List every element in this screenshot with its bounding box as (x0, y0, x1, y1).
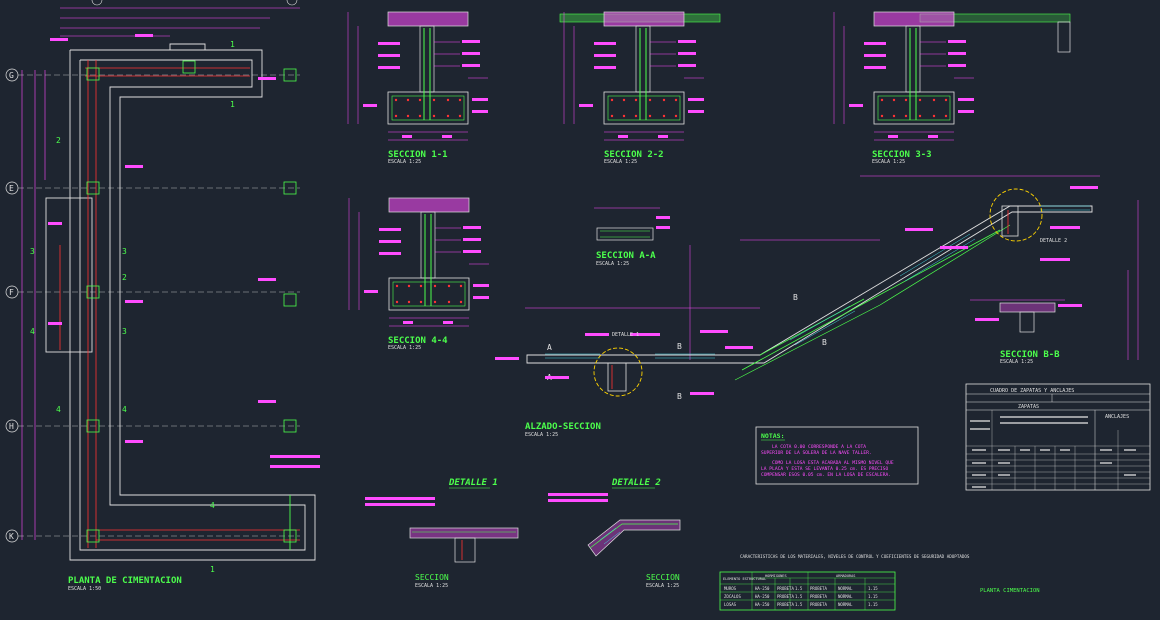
plan-title: PLANTA DE CIMENTACION (68, 576, 182, 586)
svg-text:2: 2 (122, 273, 127, 282)
svg-text:NOTAS:: NOTAS: (761, 432, 784, 440)
stair-elevation: A A B B B B DETALLE 1 DETALLE 2 ALZADO-S… (495, 175, 1139, 438)
svg-text:PROBETA: PROBETA (810, 602, 827, 607)
svg-text:DETALLE 2: DETALLE 2 (1040, 238, 1067, 244)
grid-axis-f: F (9, 288, 14, 297)
svg-text:B: B (822, 338, 827, 347)
svg-text:4: 4 (30, 327, 35, 336)
svg-text:PROBETA: PROBETA (777, 594, 794, 599)
svg-text:3: 3 (122, 247, 127, 256)
svg-text:DETALLE 1: DETALLE 1 (612, 332, 639, 338)
table-zapatas: CUADRO DE ZAPATAS Y ANCLAJES ZAPATAS ANC… (965, 383, 1151, 491)
svg-text:HA-250: HA-250 (755, 594, 770, 599)
svg-text:3: 3 (30, 247, 35, 256)
svg-text:3: 3 (122, 327, 127, 336)
svg-text:ESCALA 1:25: ESCALA 1:25 (388, 159, 421, 165)
svg-text:LA PLACA Y ESTA SE LEVANTA 0.2: LA PLACA Y ESTA SE LEVANTA 0.25 cm. ES P… (761, 466, 888, 472)
svg-text:1.5: 1.5 (795, 602, 803, 607)
svg-text:2: 2 (56, 136, 61, 145)
svg-text:4: 4 (210, 501, 215, 510)
section-3-3: SECCION 3-3 ESCALA 1:25 (833, 11, 1071, 165)
svg-text:B: B (677, 342, 682, 351)
svg-text:1.15: 1.15 (868, 586, 878, 591)
svg-text:PROBETA: PROBETA (777, 602, 794, 607)
svg-text:B: B (677, 392, 682, 401)
svg-text:ESCALA 1:25: ESCALA 1:25 (388, 345, 421, 351)
svg-text:1.15: 1.15 (868, 602, 878, 607)
svg-text:ESCALA 1:25: ESCALA 1:25 (646, 583, 679, 589)
plan-scale: ESCALA 1:50 (68, 586, 101, 592)
foundation-plan: G E F H K (5, 0, 320, 592)
svg-text:ESCALA 1:25: ESCALA 1:25 (1000, 359, 1033, 365)
svg-text:A: A (547, 343, 552, 352)
notes-box: NOTAS: LA COTA 0.00 CORRESPONDE A LA COT… (755, 426, 919, 485)
svg-text:LOSAS: LOSAS (724, 602, 737, 607)
svg-text:DETALLE 1: DETALLE 1 (448, 478, 498, 488)
svg-text:ESCALA 1:25: ESCALA 1:25 (596, 261, 629, 267)
svg-text:1.5: 1.5 (795, 594, 803, 599)
elevation-scale: ESCALA 1:25 (525, 432, 558, 438)
section-b-b: SECCION B-B ESCALA 1:25 (970, 299, 1082, 365)
svg-text:SECCION: SECCION (646, 573, 680, 582)
section-1-1: SECCION 1-1 ESCALA 1:25 (347, 11, 489, 165)
svg-text:ARMADURAS: ARMADURAS (836, 574, 855, 578)
svg-text:SECCION 4-4: SECCION 4-4 (388, 336, 448, 346)
svg-text:COMO LA LOSA ESTA ACABADA AL M: COMO LA LOSA ESTA ACABADA AL MISMO NIVEL… (772, 460, 894, 466)
grid-axis-k: K (9, 532, 14, 541)
svg-text:SUPERIOR DE LA SOLERA DE LA NA: SUPERIOR DE LA SOLERA DE LA NAVE TALLER. (761, 450, 872, 456)
svg-text:PROBETA: PROBETA (810, 594, 827, 599)
svg-text:HA-250: HA-250 (755, 602, 770, 607)
section-2-2: SECCION 2-2 ESCALA 1:25 (559, 11, 721, 165)
detail-1: DETALLE 1 SECCION ESCALA 1:25 (365, 478, 519, 589)
section-4-4: SECCION 4-4 ESCALA 1:25 (348, 197, 490, 351)
svg-text:ESCALA 1:25: ESCALA 1:25 (415, 583, 448, 589)
svg-text:LA COTA 0.00 CORRESPONDE A LA: LA COTA 0.00 CORRESPONDE A LA COTA (772, 444, 866, 450)
table-materials: CARACTERISTICAS DE LOS MATERIALES, NIVEL… (719, 554, 970, 611)
svg-text:ANCLAJES: ANCLAJES (1105, 414, 1129, 420)
svg-text:CUADRO DE ZAPATAS Y ANCLAJES: CUADRO DE ZAPATAS Y ANCLAJES (990, 388, 1074, 394)
svg-text:SECCION 2-2: SECCION 2-2 (604, 150, 664, 160)
svg-text:PROBETA: PROBETA (810, 586, 827, 591)
svg-text:DETALLE 2: DETALLE 2 (611, 478, 661, 488)
svg-text:NORMAL: NORMAL (838, 594, 853, 599)
svg-text:4: 4 (56, 405, 61, 414)
section-a-a: SECCION A-A ESCALA 1:25 (594, 207, 670, 267)
svg-text:ESCALA 1:25: ESCALA 1:25 (604, 159, 637, 165)
svg-text:CARACTERISTICAS DE LOS MATERIA: CARACTERISTICAS DE LOS MATERIALES, NIVEL… (740, 554, 970, 559)
svg-text:B: B (793, 293, 798, 302)
svg-text:PROBETA: PROBETA (777, 586, 794, 591)
grid-axis-h: H (9, 422, 14, 431)
sheet-label: PLANTA CIMENTACION (980, 588, 1040, 594)
svg-text:1.5: 1.5 (795, 586, 803, 591)
detail-2: DETALLE 2 SECCION ESCALA 1:25 (548, 478, 681, 589)
svg-text:SECCION: SECCION (415, 573, 449, 582)
svg-text:MUROS: MUROS (724, 586, 737, 591)
svg-text:NORMAL: NORMAL (838, 602, 853, 607)
svg-text:1: 1 (210, 565, 215, 574)
svg-text:SECCION B-B: SECCION B-B (1000, 350, 1060, 360)
svg-text:NORMAL: NORMAL (838, 586, 853, 591)
svg-text:HA-250: HA-250 (755, 586, 770, 591)
svg-text:ZAPATAS: ZAPATAS (1018, 404, 1039, 410)
svg-text:1.15: 1.15 (868, 594, 878, 599)
grid-axis-g: G (9, 71, 14, 80)
svg-text:COMPENSAR ESOS 0.05 cm. EN LA: COMPENSAR ESOS 0.05 cm. EN LA LOSA DE ES… (761, 472, 891, 478)
svg-text:1: 1 (230, 100, 235, 109)
svg-text:SECCION A-A: SECCION A-A (596, 251, 656, 261)
svg-text:ESCALA 1:25: ESCALA 1:25 (872, 159, 905, 165)
svg-text:1: 1 (230, 40, 235, 49)
svg-text:ZOCALOS: ZOCALOS (724, 594, 741, 599)
svg-text:SECCION 1-1: SECCION 1-1 (388, 150, 448, 160)
grid-axis-e: E (9, 184, 14, 193)
svg-text:ELEMENTO ESTRUCTURAL: ELEMENTO ESTRUCTURAL (723, 577, 766, 581)
svg-text:SECCION 3-3: SECCION 3-3 (872, 150, 932, 160)
svg-text:4: 4 (122, 405, 127, 414)
svg-text:HORMIGONES: HORMIGONES (765, 574, 787, 578)
elevation-title: ALZADO-SECCION (525, 422, 601, 432)
